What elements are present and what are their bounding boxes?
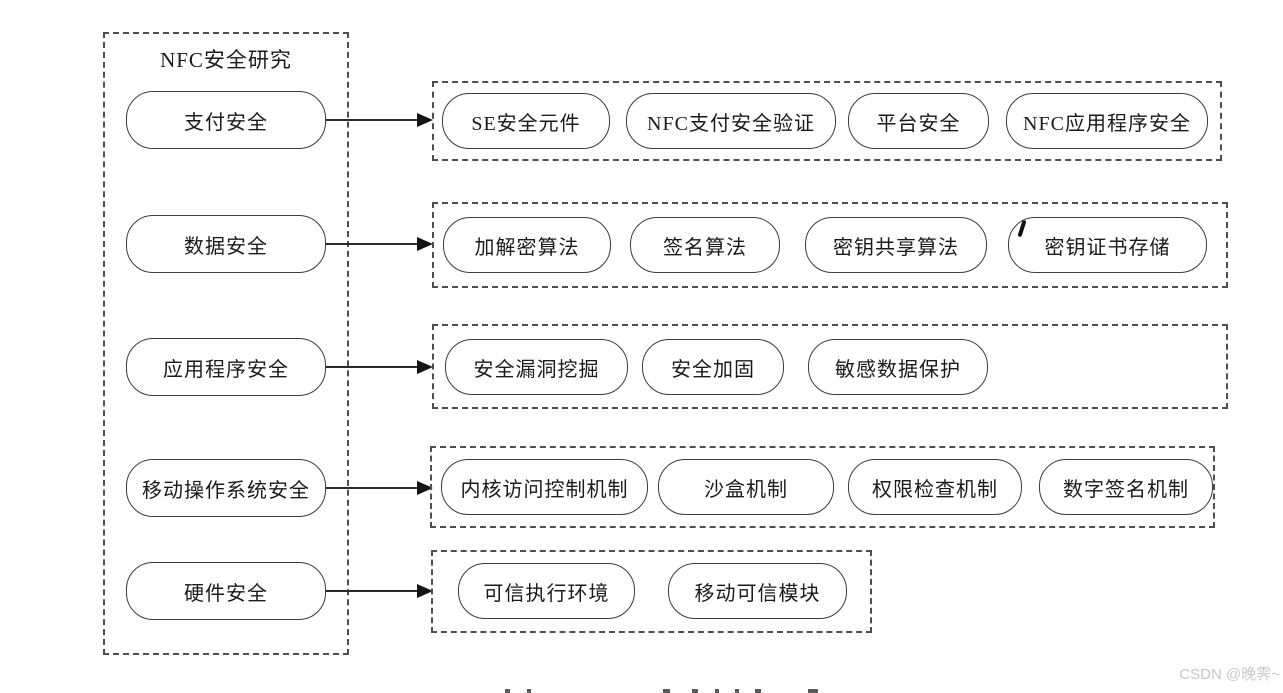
arrow-line-payment	[326, 119, 419, 121]
topic-pill: 可信执行环境	[458, 563, 635, 619]
arrow-head-icon	[417, 584, 433, 598]
topic-pill: 安全加固	[642, 339, 784, 395]
topic-pill: 内核访问控制机制	[441, 459, 648, 515]
topic-label: 内核访问控制机制	[460, 478, 629, 501]
topic-pill: NFC应用程序安全	[1006, 93, 1208, 149]
topic-pill: 平台安全	[848, 93, 989, 149]
topic-label: 安全加固	[671, 358, 755, 381]
topic-label: 密钥共享算法	[833, 236, 959, 259]
cropped-caption-fragment	[527, 689, 531, 693]
group-box-mobile-os-security	[430, 446, 1215, 528]
topic-label: 安全漏洞挖掘	[473, 358, 600, 381]
arrow-head-icon	[417, 113, 433, 127]
arrow-line-mobile-os	[326, 487, 419, 489]
topic-pill: 权限检查机制	[848, 459, 1022, 515]
arrow-head-icon	[417, 481, 433, 495]
group-box-payment-security	[432, 81, 1222, 161]
topic-pill: 数字签名机制	[1039, 459, 1213, 515]
topic-pill: 安全漏洞挖掘	[445, 339, 628, 395]
group-box-hardware-security	[431, 550, 872, 633]
arrow-head-icon	[417, 360, 433, 374]
category-label: 支付安全	[184, 111, 268, 134]
cropped-caption-fragment	[715, 689, 719, 693]
arrow-head-icon	[417, 237, 433, 251]
cropped-caption-fragment	[663, 689, 670, 693]
cropped-caption-fragment	[735, 689, 739, 693]
topic-label: 签名算法	[663, 236, 747, 259]
topic-pill: 密钥共享算法	[805, 217, 987, 273]
group-box-data-security	[432, 202, 1228, 288]
topic-pill: 沙盒机制	[658, 459, 834, 515]
topic-pill: SE安全元件	[442, 93, 610, 149]
arrow-line-application	[326, 366, 419, 368]
category-label: 移动操作系统安全	[142, 479, 310, 502]
category-pill-payment-security: 支付安全	[126, 91, 326, 149]
csdn-watermark: CSDN @晚霁~	[1179, 666, 1280, 683]
root-panel	[103, 32, 349, 655]
group-box-application-security	[432, 324, 1228, 409]
arrow-line-data	[326, 243, 419, 245]
topic-pill: 加解密算法	[443, 217, 611, 273]
topic-label: SE安全元件	[471, 112, 581, 135]
topic-label: NFC支付安全验证	[647, 112, 815, 135]
topic-label: 敏感数据保护	[835, 358, 961, 381]
category-pill-mobile-os-security: 移动操作系统安全	[126, 459, 326, 517]
topic-label: 平台安全	[876, 112, 961, 135]
topic-pill: 签名算法	[630, 217, 780, 273]
category-label: 数据安全	[184, 235, 268, 258]
category-label: 硬件安全	[184, 582, 268, 605]
category-pill-hardware-security: 硬件安全	[126, 562, 326, 620]
topic-label: 数字签名机制	[1063, 478, 1189, 501]
topic-pill: NFC支付安全验证	[626, 93, 836, 149]
cropped-caption-fragment	[505, 689, 510, 693]
topic-label: 移动可信模块	[694, 582, 821, 605]
topic-pill: 移动可信模块	[668, 563, 847, 619]
topic-label: 沙盒机制	[704, 478, 788, 501]
cropped-caption-fragment	[692, 689, 698, 693]
category-pill-application-security: 应用程序安全	[126, 338, 326, 396]
topic-label: 加解密算法	[474, 236, 580, 259]
topic-label: 可信执行环境	[483, 582, 610, 605]
topic-label: NFC应用程序安全	[1023, 112, 1191, 135]
diagram-title: NFC安全研究	[160, 48, 292, 72]
topic-pill: 密钥证书存储	[1008, 217, 1207, 273]
cropped-caption-fragment	[755, 689, 761, 693]
topic-pill: 敏感数据保护	[808, 339, 988, 395]
topic-label: 密钥证书存储	[1044, 236, 1171, 259]
category-pill-data-security: 数据安全	[126, 215, 326, 273]
cropped-caption-fragment	[808, 689, 818, 693]
arrow-line-hardware	[326, 590, 419, 592]
topic-label: 权限检查机制	[872, 478, 998, 501]
category-label: 应用程序安全	[163, 358, 289, 381]
